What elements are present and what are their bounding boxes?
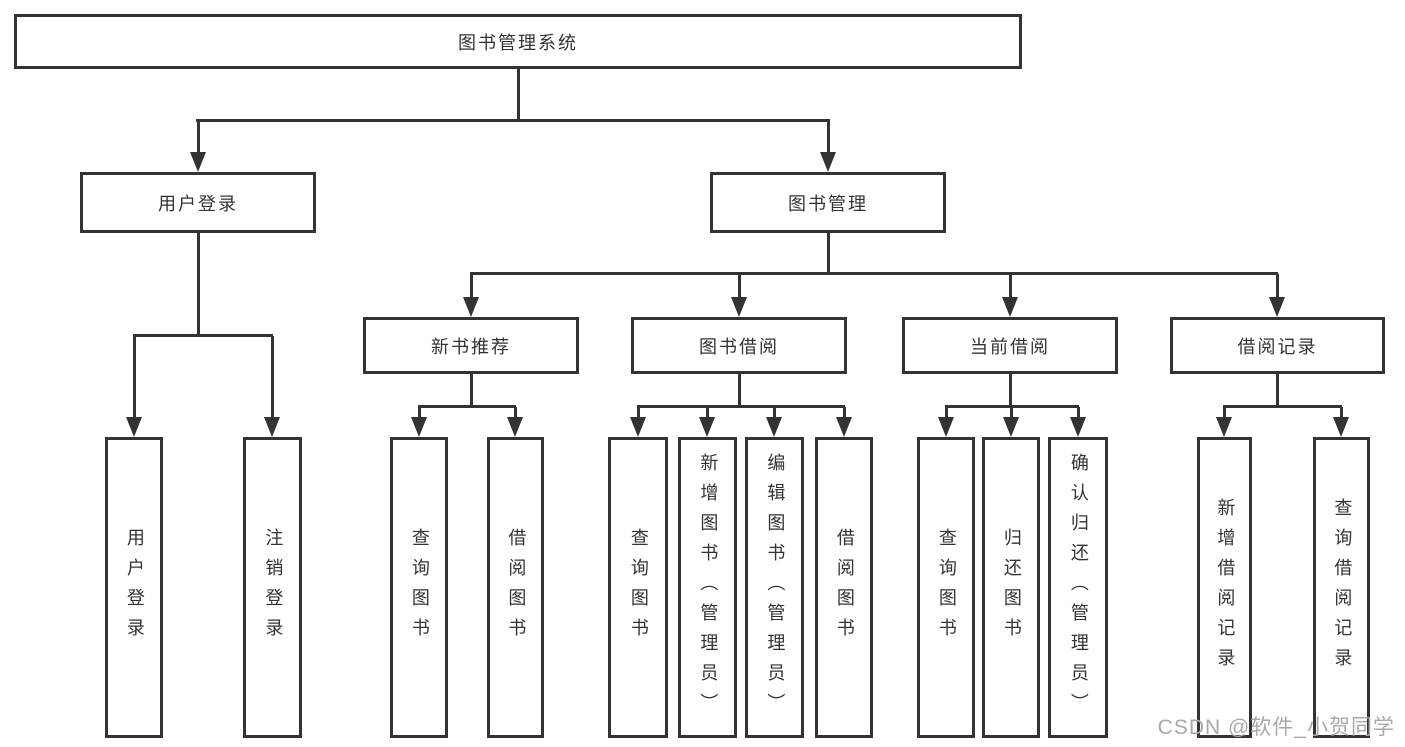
connector-to-book-management [827, 121, 830, 153]
arrow-down-icon [699, 417, 715, 437]
node-current-borrow-label: 当前借阅 [970, 336, 1050, 357]
arrow-down-icon [411, 417, 427, 437]
connector-leaf-stem [773, 407, 776, 417]
leaf-cb-return-book: 归还图书 [982, 437, 1040, 738]
leaf-nb-query-book-label: 查询图书 [409, 527, 430, 648]
arrow-down-icon [1002, 297, 1018, 317]
arrow-down-icon [1003, 417, 1019, 437]
connector-to-leaf-login [133, 336, 136, 417]
connector-borrow-records-stem [1276, 374, 1279, 407]
connector-to-user-login [197, 121, 200, 153]
leaf-br-add-record-label: 新增借阅记录 [1215, 497, 1236, 678]
arrow-down-icon [766, 417, 782, 437]
leaf-nb-borrow-book: 借阅图书 [487, 437, 544, 738]
node-book-management: 图书管理 [710, 172, 946, 233]
connector-to-current-borrow [1009, 274, 1012, 297]
node-root-label: 图书管理系统 [458, 32, 578, 53]
node-book-borrow: 图书借阅 [631, 317, 847, 374]
connector-leaf-stem [1340, 407, 1343, 417]
leaf-bb-borrow-book-label: 借阅图书 [834, 527, 855, 648]
connector-leaf-stem [843, 407, 846, 417]
leaf-logout: 注销登录 [243, 437, 302, 738]
connector-new-book-stem [470, 374, 473, 407]
arrow-down-icon [1269, 297, 1285, 317]
leaf-bb-edit-book-admin: 编辑图书（管理员） [745, 437, 804, 738]
connector-current-borrow-split [945, 405, 1079, 408]
arrow-down-icon [264, 417, 280, 437]
node-book-management-label: 图书管理 [788, 193, 868, 214]
connector-to-borrow-records [1276, 274, 1279, 297]
connector-leaf-stem [1077, 407, 1080, 417]
leaf-nb-borrow-book-label: 借阅图书 [506, 527, 527, 648]
leaf-cb-query-book: 查询图书 [917, 437, 975, 738]
arrow-down-icon [190, 152, 206, 172]
connector-user-login-stem [197, 233, 200, 336]
arrow-down-icon [836, 417, 852, 437]
leaf-nb-query-book: 查询图书 [390, 437, 448, 738]
node-book-borrow-label: 图书借阅 [699, 336, 779, 357]
arrow-down-icon [507, 417, 523, 437]
leaf-bb-query-book: 查询图书 [608, 437, 668, 738]
node-new-book-recommend-label: 新书推荐 [431, 336, 511, 357]
node-root: 图书管理系统 [14, 14, 1022, 69]
arrow-down-icon [1070, 417, 1086, 437]
connector-book-management-stem [827, 233, 830, 274]
connector-borrow-records-split [1223, 405, 1342, 408]
leaf-bb-add-book-admin: 新增图书（管理员） [678, 437, 737, 738]
connector-leaf-stem [945, 407, 948, 417]
node-current-borrow: 当前借阅 [902, 317, 1118, 374]
leaf-bb-query-book-label: 查询图书 [628, 527, 649, 648]
arrow-down-icon [820, 152, 836, 172]
arrow-down-icon [126, 417, 142, 437]
leaf-cb-query-book-label: 查询图书 [936, 527, 957, 648]
connector-leaf-stem [514, 407, 517, 417]
leaf-cb-return-book-label: 归还图书 [1001, 527, 1022, 648]
leaf-user-login-label: 用户登录 [124, 527, 145, 648]
connector-leaf-stem [706, 407, 709, 417]
leaf-br-add-record: 新增借阅记录 [1197, 437, 1252, 738]
connector-leaf-stem [418, 407, 421, 417]
arrow-down-icon [1333, 417, 1349, 437]
connector-leaf-stem [637, 407, 640, 417]
connector-book-borrow-split [637, 405, 845, 408]
leaf-cb-confirm-return-admin-label: 确认归还（管理员） [1068, 452, 1089, 723]
connector-to-leaf-logout [271, 336, 274, 417]
connector-to-book-borrow [738, 274, 741, 297]
leaf-bb-add-book-admin-label: 新增图书（管理员） [698, 452, 719, 723]
arrow-down-icon [630, 417, 646, 437]
node-user-login-label: 用户登录 [158, 193, 238, 214]
leaf-br-query-record-label: 查询借阅记录 [1332, 497, 1353, 678]
connector-new-book-split [418, 405, 516, 408]
connector-current-borrow-stem [1009, 374, 1012, 407]
connector-root-stem [517, 69, 520, 121]
arrow-down-icon [731, 297, 747, 317]
node-user-login: 用户登录 [80, 172, 316, 233]
arrow-down-icon [1216, 417, 1232, 437]
connector-user-login-split [133, 334, 273, 337]
csdn-watermark: CSDN @软件_小贺同学 [1157, 716, 1395, 739]
connector-root-split [196, 119, 830, 122]
connector-book-borrow-stem [738, 374, 741, 407]
node-borrow-records: 借阅记录 [1170, 317, 1385, 374]
arrow-down-icon [463, 297, 479, 317]
leaf-cb-confirm-return-admin: 确认归还（管理员） [1048, 437, 1108, 738]
leaf-bb-borrow-book: 借阅图书 [815, 437, 873, 738]
arrow-down-icon [938, 417, 954, 437]
node-new-book-recommend: 新书推荐 [363, 317, 579, 374]
leaf-user-login: 用户登录 [105, 437, 163, 738]
connector-leaf-stem [1223, 407, 1226, 417]
connector-book-management-split [470, 272, 1278, 275]
connector-to-new-book [470, 274, 473, 297]
node-borrow-records-label: 借阅记录 [1237, 336, 1318, 357]
leaf-br-query-record: 查询借阅记录 [1313, 437, 1370, 738]
connector-leaf-stem [1010, 407, 1013, 417]
leaf-bb-edit-book-admin-label: 编辑图书（管理员） [765, 452, 786, 723]
leaf-logout-label: 注销登录 [263, 527, 284, 648]
